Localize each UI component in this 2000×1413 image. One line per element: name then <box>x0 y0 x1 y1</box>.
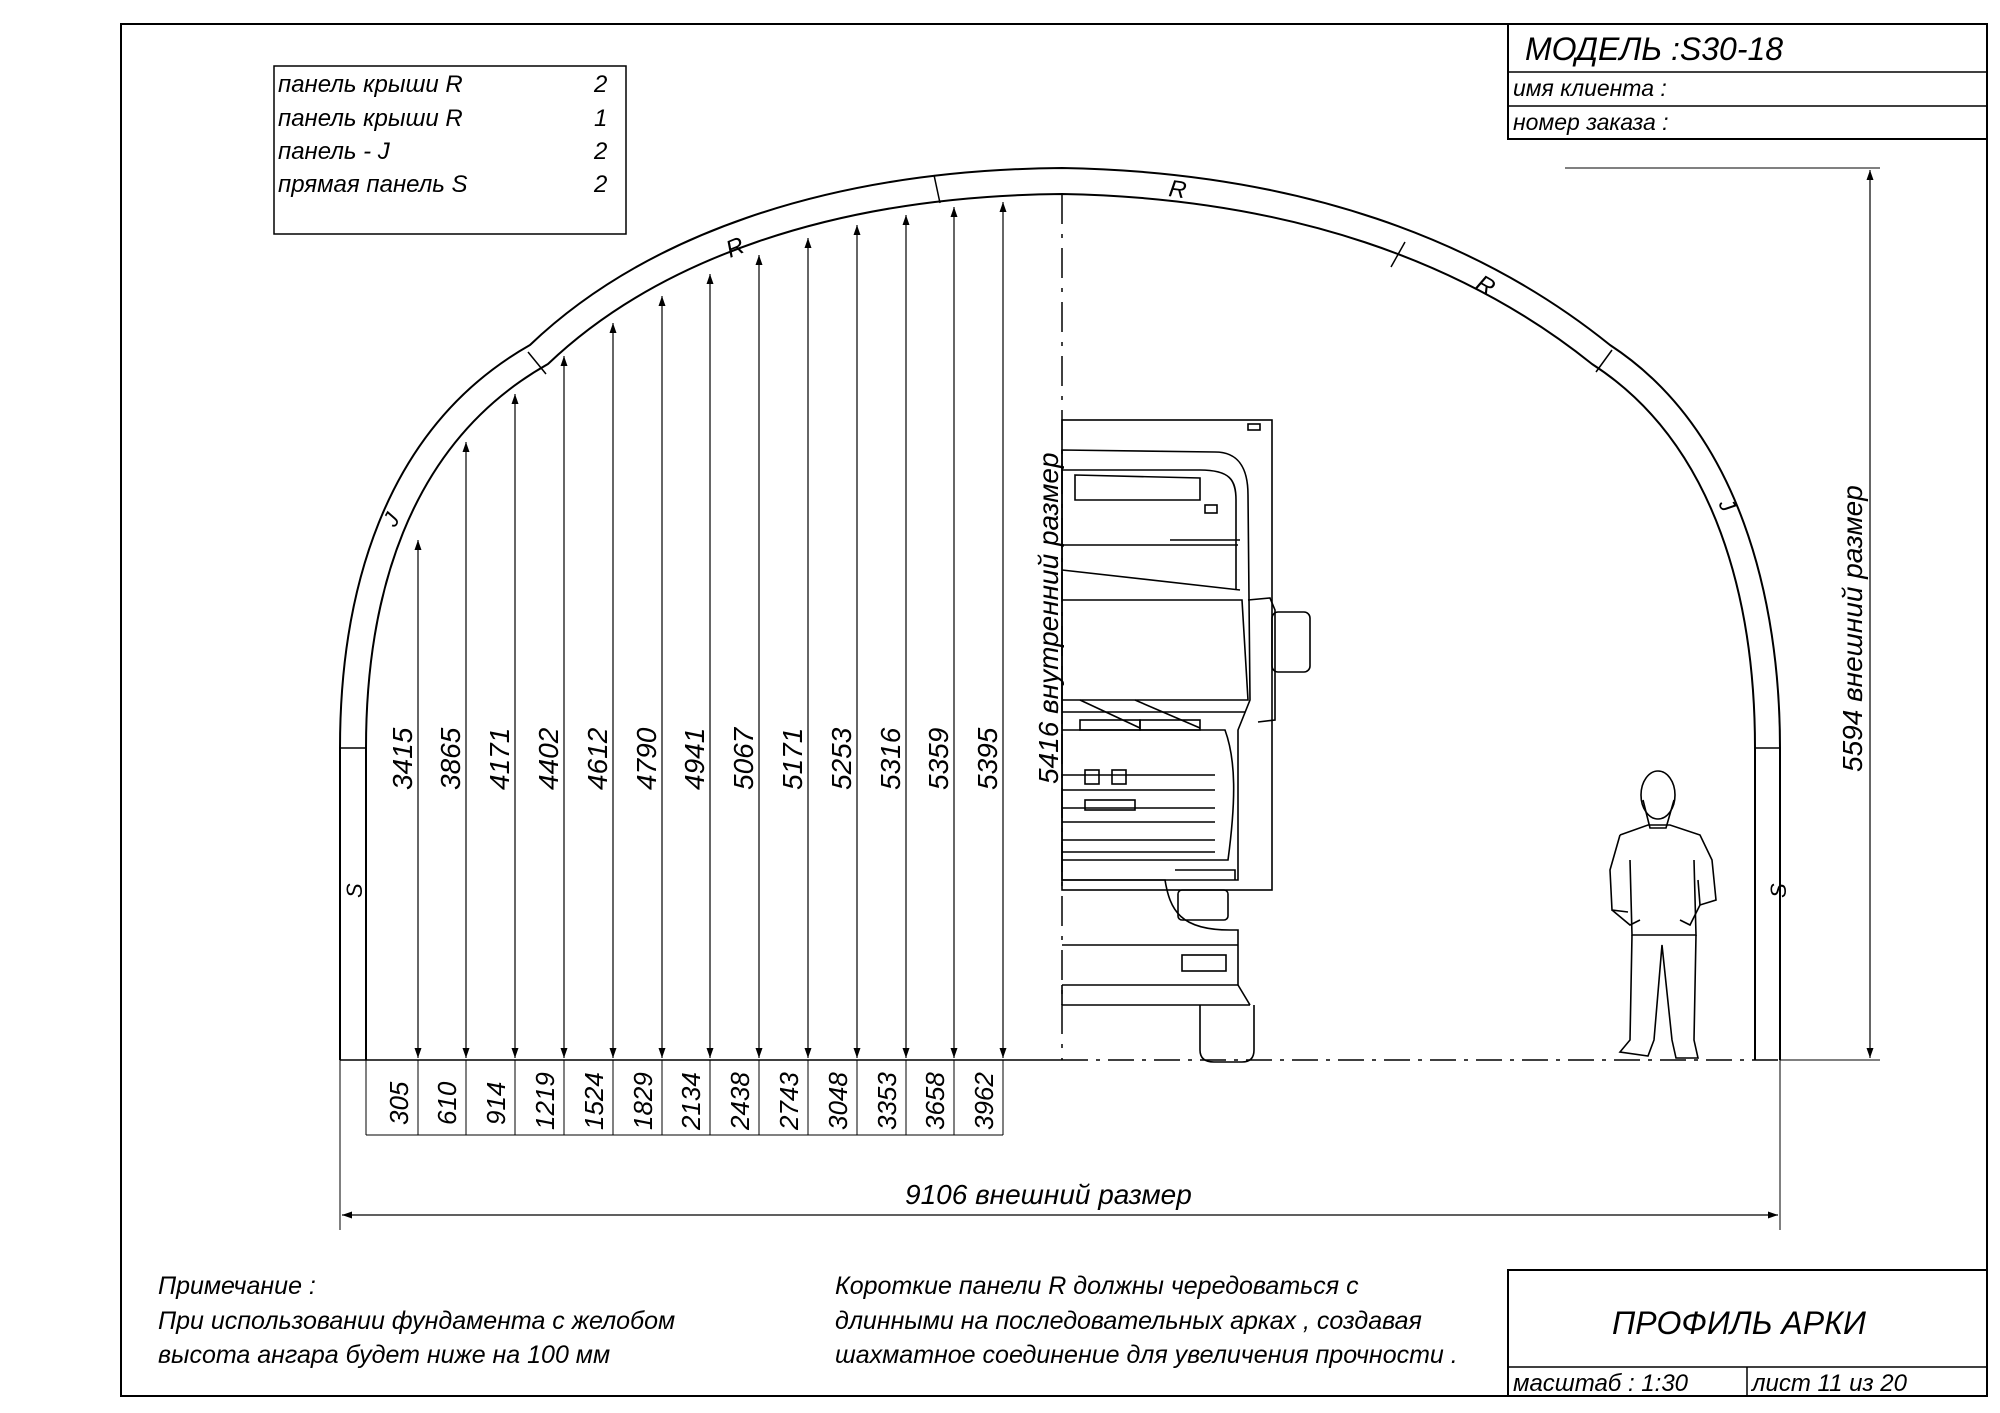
outer-width-label: 9106 внешний размер <box>905 1179 1192 1210</box>
note2-line-3: шахматное соединение для увеличения проч… <box>835 1341 1458 1369</box>
scale-label: масштаб : 1:30 <box>1513 1370 1689 1397</box>
offset-label-7: 2134 <box>676 1072 706 1131</box>
panel-list-item-2-qty: 1 <box>594 105 607 132</box>
note2-line-1: Короткие панели R должны чередоваться с <box>835 1272 1359 1300</box>
offset-label-3: 914 <box>481 1082 511 1125</box>
model-label: МОДЕЛЬ :S30-18 <box>1525 31 1783 67</box>
panel-list-item-3-qty: 2 <box>593 138 607 165</box>
height-label-7: 4941 <box>679 728 710 790</box>
height-label-9: 5171 <box>777 728 808 790</box>
panel-list-item-4-qty: 2 <box>593 171 607 198</box>
sheet-label: лист 11 из 20 <box>1750 1370 1908 1397</box>
height-label-8: 5067 <box>728 726 759 790</box>
offset-label-11: 3353 <box>872 1072 902 1130</box>
offset-label-10: 3048 <box>823 1072 853 1130</box>
height-label-13: 5395 <box>972 727 1003 790</box>
height-label-1: 3415 <box>387 727 418 790</box>
panel-list-item-1-name: панель крыши R <box>278 71 463 98</box>
note-line-2: высота ангара будет ниже на 100 мм <box>158 1341 610 1369</box>
note-title: Примечание : <box>158 1272 316 1300</box>
title-block: МОДЕЛЬ :S30-18 имя клиента : номер заказ… <box>1507 23 1988 140</box>
panel-label-s-left: S <box>342 883 367 898</box>
panel-list-item-4-name: прямая панель S <box>278 171 468 198</box>
offset-label-5: 1524 <box>579 1072 609 1130</box>
height-label-3: 4171 <box>484 728 515 790</box>
height-label-11: 5316 <box>875 727 906 790</box>
panel-label-r-right: R <box>1471 270 1500 302</box>
offset-labels: 305 610 914 1219 1524 1829 2134 2438 274… <box>384 1072 999 1131</box>
person-figure <box>1609 770 1717 1059</box>
panel-list-item-3-name: панель - J <box>278 138 391 165</box>
arch-outer-line <box>339 166 1781 1060</box>
sheet-frame <box>120 23 1988 1397</box>
offset-label-6: 1829 <box>628 1072 658 1130</box>
panel-list: панель крыши R 2 панель крыши R 1 панель… <box>273 65 627 235</box>
footer-title-block: ПРОФИЛЬ АРКИ масштаб : 1:30 лист 11 из 2… <box>1507 1269 1988 1397</box>
panel-list-item-1-qty: 2 <box>593 71 607 98</box>
offset-label-2: 610 <box>432 1081 462 1125</box>
panel-label-r-top: R <box>1167 175 1188 204</box>
panel-list-item-2-name: панель крыши R <box>278 105 463 132</box>
height-label-12: 5359 <box>923 728 954 790</box>
offset-label-12: 3658 <box>920 1072 950 1130</box>
arch-profile: S J R R R J S <box>339 166 1791 1060</box>
panel-label-j-right: J <box>1713 493 1741 517</box>
drawing-title: ПРОФИЛЬ АРКИ <box>1612 1305 1866 1341</box>
panel-label-j-left: J <box>377 508 405 532</box>
height-label-4: 4402 <box>533 727 564 790</box>
order-number-label: номер заказа : <box>1513 109 1669 135</box>
panel-label-s-right: S <box>1766 883 1791 898</box>
height-label-2: 3865 <box>435 727 466 790</box>
joint-j-r-left <box>527 351 547 375</box>
joint-r-r-left <box>933 174 941 204</box>
height-label-5: 4612 <box>582 727 613 790</box>
offset-label-1: 305 <box>384 1081 414 1125</box>
inner-height-label: 5416 внутренний размер <box>1033 452 1064 784</box>
outer-height-label: 5594 внешний размер <box>1837 485 1868 772</box>
note-line-1: При использовании фундамента с желобом <box>158 1307 675 1335</box>
height-dimensions <box>365 202 1007 1135</box>
height-labels: 3415 3865 4171 4402 4612 4790 4941 5067 … <box>387 726 1003 790</box>
offset-dimensions <box>366 1060 1004 1136</box>
height-label-10: 5253 <box>826 727 857 790</box>
client-name-label: имя клиента : <box>1513 75 1667 101</box>
truck-illustration <box>1061 419 1311 1063</box>
panel-label-r-left: R <box>722 232 748 264</box>
note2-line-2: длинными на последовательных арках , соз… <box>835 1307 1422 1335</box>
offset-label-4: 1219 <box>530 1072 560 1130</box>
offset-label-13: 3962 <box>969 1072 999 1130</box>
offset-label-9: 2743 <box>774 1072 804 1131</box>
offset-label-8: 2438 <box>725 1072 755 1131</box>
joint-r-r-right <box>1390 241 1406 268</box>
height-label-6: 4790 <box>631 727 662 790</box>
joint-r-j-right <box>1595 349 1613 373</box>
